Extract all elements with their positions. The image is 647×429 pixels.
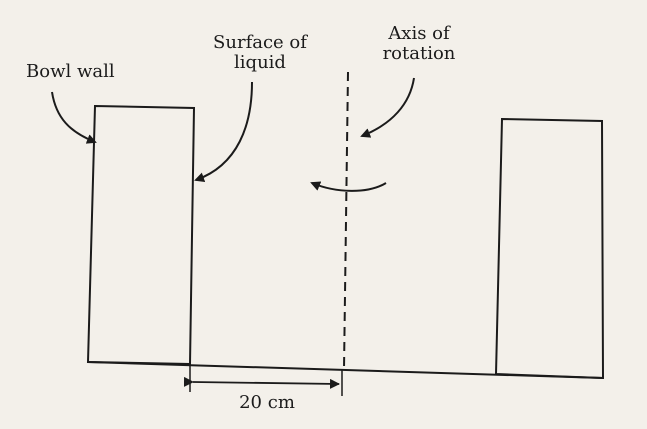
dimension-label-text: 20 cm — [239, 392, 295, 413]
rotation-direction-arrow — [310, 181, 387, 192]
surface-label-line1: Surface of — [213, 32, 307, 53]
axis-of-rotation-line — [343, 71, 349, 370]
axis-label-line2: rotation — [382, 43, 456, 64]
right-bowl-wall — [494, 117, 605, 380]
dimension-line — [183, 376, 340, 389]
dimension-label: 20 cm — [232, 393, 302, 413]
bowl-wall-label-text: Bowl wall — [26, 61, 115, 82]
axis-label-line1: Axis of — [388, 23, 450, 44]
surface-pointer-arrow — [194, 81, 253, 183]
axis-pointer-arrow — [360, 77, 415, 138]
left-bowl-wall — [86, 104, 196, 366]
axis-of-rotation-label: Axis of rotation — [364, 24, 474, 64]
bowl-wall-label: Bowl wall — [26, 62, 115, 82]
bowl-wall-pointer-arrow — [51, 91, 97, 144]
surface-label-line2: liquid — [234, 52, 286, 73]
surface-of-liquid-label: Surface of liquid — [200, 33, 320, 73]
